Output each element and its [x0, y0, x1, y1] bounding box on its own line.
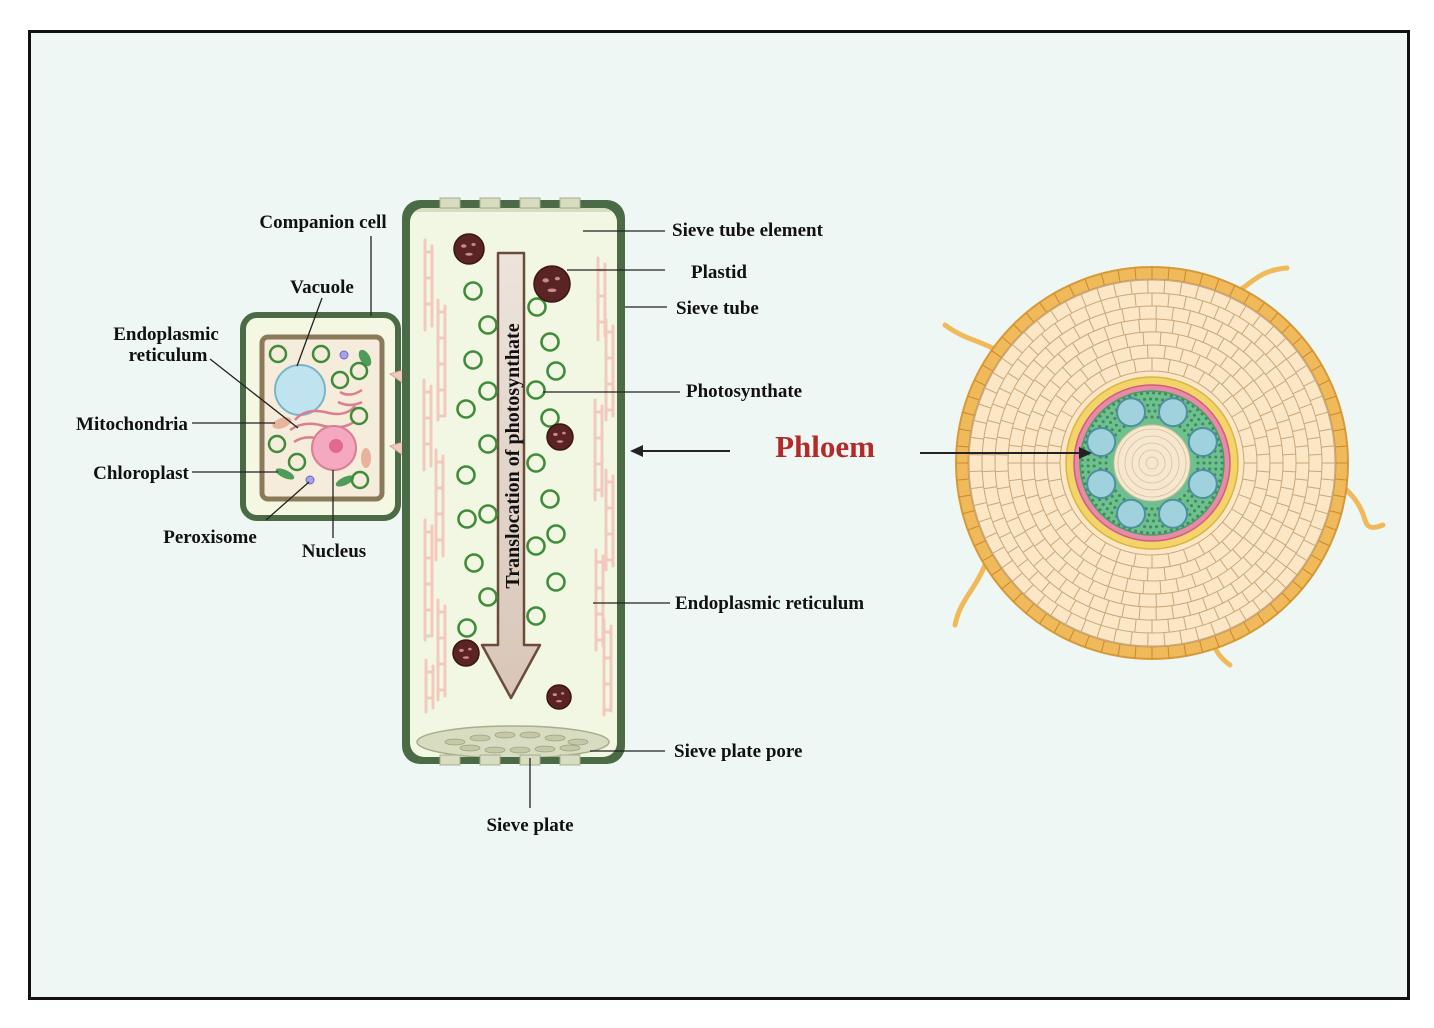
- er-ladder: [423, 518, 434, 642]
- plastid: [453, 233, 485, 265]
- root-hair: [942, 322, 1003, 355]
- leader-lines: [192, 230, 1092, 808]
- label-endoplasmic-reticulum-right: Endoplasmic reticulum: [675, 593, 864, 614]
- xylem-bundle: [1086, 427, 1117, 457]
- label-mitochondria: Mitochondria: [76, 414, 188, 435]
- er-ladder: [436, 598, 447, 702]
- sieve-tube: [402, 197, 625, 766]
- xylem-bundle: [1086, 469, 1117, 499]
- photosynthate-circle: [527, 297, 547, 317]
- companion-cell: [240, 312, 411, 521]
- er-ladder: [436, 298, 447, 422]
- xylem-bundle: [1187, 427, 1218, 457]
- photosynthate-circle: [540, 408, 560, 428]
- er-ladder: [422, 378, 433, 472]
- photosynthate-circle: [526, 536, 546, 556]
- photosynthate-circle: [546, 361, 566, 381]
- mitochondria-shape: [272, 417, 292, 429]
- cc-er-shape: [289, 388, 363, 444]
- plastid: [546, 423, 574, 451]
- xylem-bundle: [1116, 397, 1146, 428]
- label-plastid: Plastid: [691, 262, 747, 283]
- label-vacuole: Vacuole: [290, 277, 354, 298]
- photosynthate-circle: [457, 618, 477, 638]
- photosynthate-circle: [478, 587, 498, 607]
- photosynthate-circle: [478, 315, 498, 335]
- photosynthate-circle: [478, 504, 498, 524]
- epidermis-cells: [956, 267, 1348, 659]
- er-ladder: [423, 238, 434, 332]
- photosynthate-circle: [546, 524, 566, 544]
- xylem-bundle: [1116, 498, 1146, 529]
- photosynthate-circle: [456, 399, 476, 419]
- xylem-bundle: [1158, 397, 1188, 428]
- plastid: [452, 639, 480, 667]
- label-endoplasmic-reticulum-left-2: reticulum: [129, 345, 208, 366]
- photosynthate-circle: [464, 553, 484, 573]
- photosynthate-circle: [478, 381, 498, 401]
- plastid: [533, 265, 571, 303]
- pith-cells: [1117, 428, 1187, 498]
- photosynthate-circle: [526, 453, 546, 473]
- er-ladder: [434, 448, 445, 562]
- label-sieve-tube: Sieve tube: [676, 298, 759, 319]
- er-ladder: [594, 548, 605, 652]
- label-phloem: Phloem: [775, 429, 875, 464]
- photosynthate-circle: [457, 509, 477, 529]
- photosynthate-circle: [546, 572, 566, 592]
- translocation-arrow: [480, 251, 542, 700]
- photosynthate-circle: [456, 465, 476, 485]
- er-right: [593, 256, 615, 717]
- label-translocation: Translocation of photosynthate: [502, 323, 524, 588]
- xylem-bundle: [1187, 469, 1218, 499]
- peroxisome-shape: [305, 475, 315, 485]
- label-peroxisome: Peroxisome: [163, 527, 257, 548]
- label-sieve-plate: Sieve plate: [486, 815, 573, 836]
- label-sieve-tube-element: Sieve tube element: [672, 220, 824, 241]
- label-photosynthate: Photosynthate: [686, 381, 802, 402]
- plastid: [546, 684, 572, 710]
- er-left: [422, 238, 447, 714]
- er-ladder: [604, 318, 615, 422]
- photosynthate-circle: [478, 434, 498, 454]
- er-ladder: [593, 398, 604, 502]
- chloroplast-shape: [275, 468, 295, 480]
- photosynthate-circle: [526, 606, 546, 626]
- er-ladder: [604, 468, 615, 572]
- photosynthate-circle: [526, 380, 546, 400]
- plastid-group: [452, 233, 574, 710]
- root-hair: [1237, 265, 1290, 293]
- er-ladder: [602, 618, 613, 717]
- label-companion-cell: Companion cell: [259, 212, 386, 233]
- label-nucleus: Nucleus: [302, 541, 366, 562]
- label-endoplasmic-reticulum-left-1: Endoplasmic: [113, 324, 219, 345]
- xylem-bundle: [1158, 498, 1188, 529]
- label-chloroplast: Chloroplast: [93, 463, 189, 484]
- photosynthate-circle: [540, 332, 560, 352]
- root-hair: [952, 562, 988, 628]
- photosynthate-circle: [540, 489, 560, 509]
- photosynthate-circle: [463, 350, 483, 370]
- label-sieve-plate-pore: Sieve plate pore: [674, 741, 802, 762]
- cortex-cell-walls: [968, 279, 1336, 647]
- photosynthate-circles: [456, 281, 566, 638]
- photosynthate-circle: [463, 281, 483, 301]
- root-cross-section: [942, 265, 1386, 668]
- vacuole-shape: [274, 364, 326, 416]
- er-ladder: [424, 658, 435, 714]
